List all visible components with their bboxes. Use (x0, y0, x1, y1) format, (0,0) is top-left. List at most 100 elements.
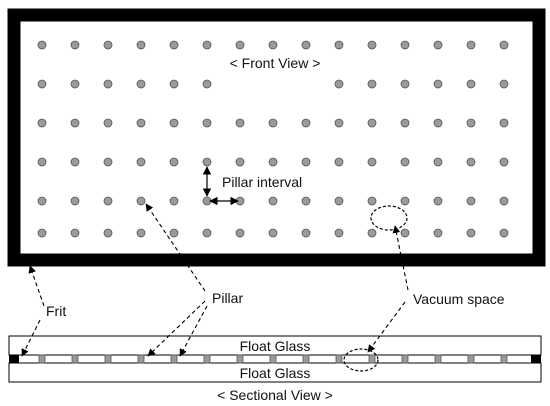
pillar-dot (268, 196, 278, 206)
pillar-dot (202, 40, 212, 50)
section-pillar (38, 354, 46, 364)
frit-frame (7, 8, 546, 267)
pillar-dot (169, 79, 179, 89)
section-pillar (71, 354, 79, 364)
pillar-dot (433, 196, 443, 206)
pillar-dot (433, 40, 443, 50)
section-pillar (434, 354, 442, 364)
front-view: < Front View > Pillar interval (7, 8, 546, 267)
pillar-dot (466, 157, 476, 167)
pillar-dot (301, 228, 311, 238)
pillar-dot (268, 40, 278, 50)
pillar-interval-label: Pillar interval (222, 174, 302, 190)
front-view-label: < Front View > (230, 55, 321, 71)
pillar-dot (466, 40, 476, 50)
pillar-dot (499, 157, 509, 167)
pillar-dot (367, 79, 377, 89)
frit-label: Frit (46, 303, 66, 319)
pillar-dot (235, 118, 245, 128)
section-pillar (170, 354, 178, 364)
frit-seal-left (9, 355, 19, 363)
pillar-dot (400, 118, 410, 128)
pillar-dot (400, 196, 410, 206)
pillar-dot (136, 196, 146, 206)
pillar-dot (433, 157, 443, 167)
pillar-dot (169, 157, 179, 167)
pillar-dot (103, 118, 113, 128)
float-glass-top-label: Float Glass (240, 338, 311, 354)
pillar-dot (70, 118, 80, 128)
pillar-label: Pillar (212, 290, 243, 306)
pillar-dot (70, 196, 80, 206)
pillar-dot (367, 157, 377, 167)
vacuum-space-marker-section (343, 348, 379, 372)
pillar-dot (400, 79, 410, 89)
pillar-dot (202, 157, 212, 167)
pillar-dot (367, 196, 377, 206)
pillar-dot (70, 79, 80, 89)
section-pillar (467, 354, 475, 364)
pillar-dot (367, 228, 377, 238)
pillar-dot (301, 40, 311, 50)
vacuum-space-marker-front (370, 205, 408, 231)
frit-seal-right (531, 355, 541, 363)
front-view-label-bg (212, 54, 340, 72)
frit-leader-up (28, 265, 45, 307)
pillar-dot (499, 118, 509, 128)
pillar-dot (499, 228, 509, 238)
pillar-dot (136, 118, 146, 128)
pillar-interval-indicator (202, 166, 239, 206)
sectional-view-label: < Sectional View > (217, 387, 333, 403)
float-glass-bottom-label: Float Glass (240, 365, 311, 381)
pillar-dot (400, 157, 410, 167)
pillar-dot (433, 118, 443, 128)
pillar-dot (37, 40, 47, 50)
pillar-dot (136, 228, 146, 238)
section-pillar (203, 354, 211, 364)
pillar-dot (103, 196, 113, 206)
pillar-dot (235, 228, 245, 238)
vacuum-leader-section (367, 301, 406, 353)
pillar-dot (499, 40, 509, 50)
section-pillar (500, 354, 508, 364)
pillar-dot (433, 79, 443, 89)
pillar-dot (103, 40, 113, 50)
pillar-dot (202, 228, 212, 238)
pillar-dot (70, 157, 80, 167)
pillar-dot (499, 79, 509, 89)
pillar-dot (103, 79, 113, 89)
pillar-dot (235, 40, 245, 50)
section-pillar (137, 354, 145, 364)
pillar-dot (37, 157, 47, 167)
pillar-dot (334, 196, 344, 206)
pillar-dot (103, 157, 113, 167)
pillar-dot (37, 79, 47, 89)
pillar-dot (169, 196, 179, 206)
pillar-dot (334, 118, 344, 128)
pillar-dot (466, 196, 476, 206)
vacuum-leader-front (392, 225, 409, 291)
section-pillar (236, 354, 244, 364)
pillar-leader-section-1 (147, 300, 206, 357)
pillar-dot (301, 196, 311, 206)
pillar-dot (499, 196, 509, 206)
pillar-dot (235, 157, 245, 167)
pillar-dot (136, 157, 146, 167)
pillar-dot (334, 40, 344, 50)
pillar-dot (37, 118, 47, 128)
section-pillar (368, 354, 376, 364)
pillar-dot (37, 196, 47, 206)
pillar-dot (37, 228, 47, 238)
pillar-dot (70, 228, 80, 238)
pillar-grid (37, 40, 509, 238)
pillar-dot (103, 228, 113, 238)
pillar-dot (466, 79, 476, 89)
pillar-dot (466, 118, 476, 128)
pillar-dot (367, 118, 377, 128)
pillar-dot (334, 228, 344, 238)
pillar-leader-section-2 (179, 305, 208, 357)
pillar-dot (268, 118, 278, 128)
pillar-dot (400, 228, 410, 238)
